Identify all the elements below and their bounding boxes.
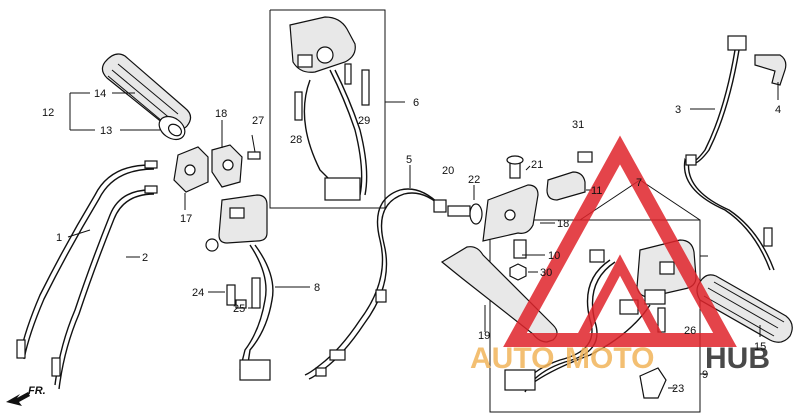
switch-10[interactable] [513, 239, 527, 259]
callout-30: 30 [540, 267, 552, 279]
callout-24: 24 [192, 287, 204, 299]
callout-8: 8 [314, 282, 320, 294]
callout-12: 12 [42, 107, 54, 119]
throttle-cable-2[interactable] [51, 185, 158, 390]
spring-23[interactable] [639, 367, 667, 399]
pin-21[interactable] [506, 155, 524, 179]
callout-31: 31 [572, 119, 584, 131]
switch-assembly-6[interactable] [289, 16, 368, 201]
front-direction-marker: FR. [6, 385, 46, 406]
bolt-27[interactable] [247, 134, 261, 160]
callout-11: 11 [591, 185, 602, 197]
screws-24-25[interactable] [226, 277, 261, 309]
choke-cable-3[interactable] [683, 35, 775, 271]
callout-4: 4 [775, 104, 781, 116]
front-marker-text: FR. [28, 385, 46, 397]
callout-21: 21 [531, 159, 543, 171]
callout-19: 19 [478, 330, 490, 342]
callout-18-right: 18 [557, 218, 569, 230]
bracket-4[interactable] [754, 54, 787, 86]
clamp-11[interactable] [546, 171, 586, 201]
watermark-text-auto: AUTO [470, 342, 554, 375]
callout-22: 22 [468, 174, 480, 186]
callout-23: 23 [672, 383, 684, 395]
watermark-triangle-inner [571, 254, 669, 345]
watermark-text-moto: MOTO [565, 342, 654, 375]
callout-9: 9 [702, 369, 708, 381]
callout-1: 1 [56, 232, 62, 244]
throttle-cable-1[interactable] [16, 160, 158, 360]
washer-22[interactable] [469, 203, 483, 225]
watermark-text-hub: HUB [705, 342, 770, 375]
callout-18-left: 18 [215, 108, 227, 120]
assembly-6-box [269, 9, 405, 209]
callout-27: 27 [252, 115, 264, 127]
callout-15: 15 [754, 341, 766, 353]
clutch-cable-5[interactable] [304, 188, 447, 380]
callout-10: 10 [548, 250, 560, 262]
callout-20: 20 [442, 165, 454, 177]
callout-2: 2 [142, 252, 148, 264]
nut-30[interactable] [509, 263, 527, 281]
bolt-20[interactable] [447, 205, 471, 217]
callout-5: 5 [406, 154, 412, 166]
callout-3: 3 [675, 104, 681, 116]
callout-29: 29 [358, 115, 370, 127]
callout-6: 6 [413, 97, 419, 109]
throttle-housing[interactable] [173, 144, 243, 193]
callout-28-left: 28 [290, 134, 302, 146]
callout-17: 17 [180, 213, 192, 225]
throttle-grip[interactable] [101, 53, 192, 144]
callout-14: 14 [94, 88, 106, 100]
callout-25: 25 [233, 303, 245, 315]
screw-28-left[interactable] [294, 91, 303, 121]
callout-26: 26 [684, 325, 696, 337]
switch-assembly-8[interactable] [205, 194, 274, 381]
bolt-31[interactable] [577, 151, 593, 163]
callout-13: 13 [100, 125, 112, 137]
callout-7: 7 [636, 177, 642, 189]
screw-29[interactable] [361, 69, 370, 106]
watermark-logo: AUTO MOTO HUB [470, 135, 770, 375]
screw-26[interactable] [657, 307, 666, 333]
lever-holder-18[interactable] [482, 184, 539, 242]
